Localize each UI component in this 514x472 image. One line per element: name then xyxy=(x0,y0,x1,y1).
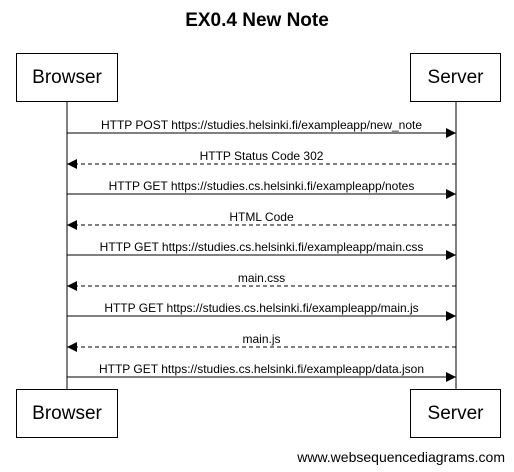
participant-server-top: Server xyxy=(410,53,501,102)
message-label: main.css xyxy=(237,271,286,285)
message-label: HTTP GET https://studies.cs.helsinki.fi/… xyxy=(99,240,424,254)
message-label: HTTP Status Code 302 xyxy=(199,149,324,163)
message-label: HTTP GET https://studies.cs.helsinki.fi/… xyxy=(98,362,425,376)
message-label: HTTP GET https://studies.cs.helsinki.fi/… xyxy=(104,301,419,315)
message-label: main.js xyxy=(242,332,281,346)
diagram-title: EX0.4 New Note xyxy=(185,10,329,31)
participant-browser-top: Browser xyxy=(16,53,118,102)
message-arrows xyxy=(67,128,456,382)
message-label: HTTP POST https://studies.helsinki.fi/ex… xyxy=(100,118,423,132)
message-label: HTTP GET https://studies.cs.helsinki.fi/… xyxy=(108,179,415,193)
participant-browser-bottom: Browser xyxy=(16,389,118,438)
message-label: HTML Code xyxy=(229,210,294,224)
footer-credit: www.websequencediagrams.com xyxy=(297,449,505,465)
participant-server-bottom: Server xyxy=(410,389,501,438)
